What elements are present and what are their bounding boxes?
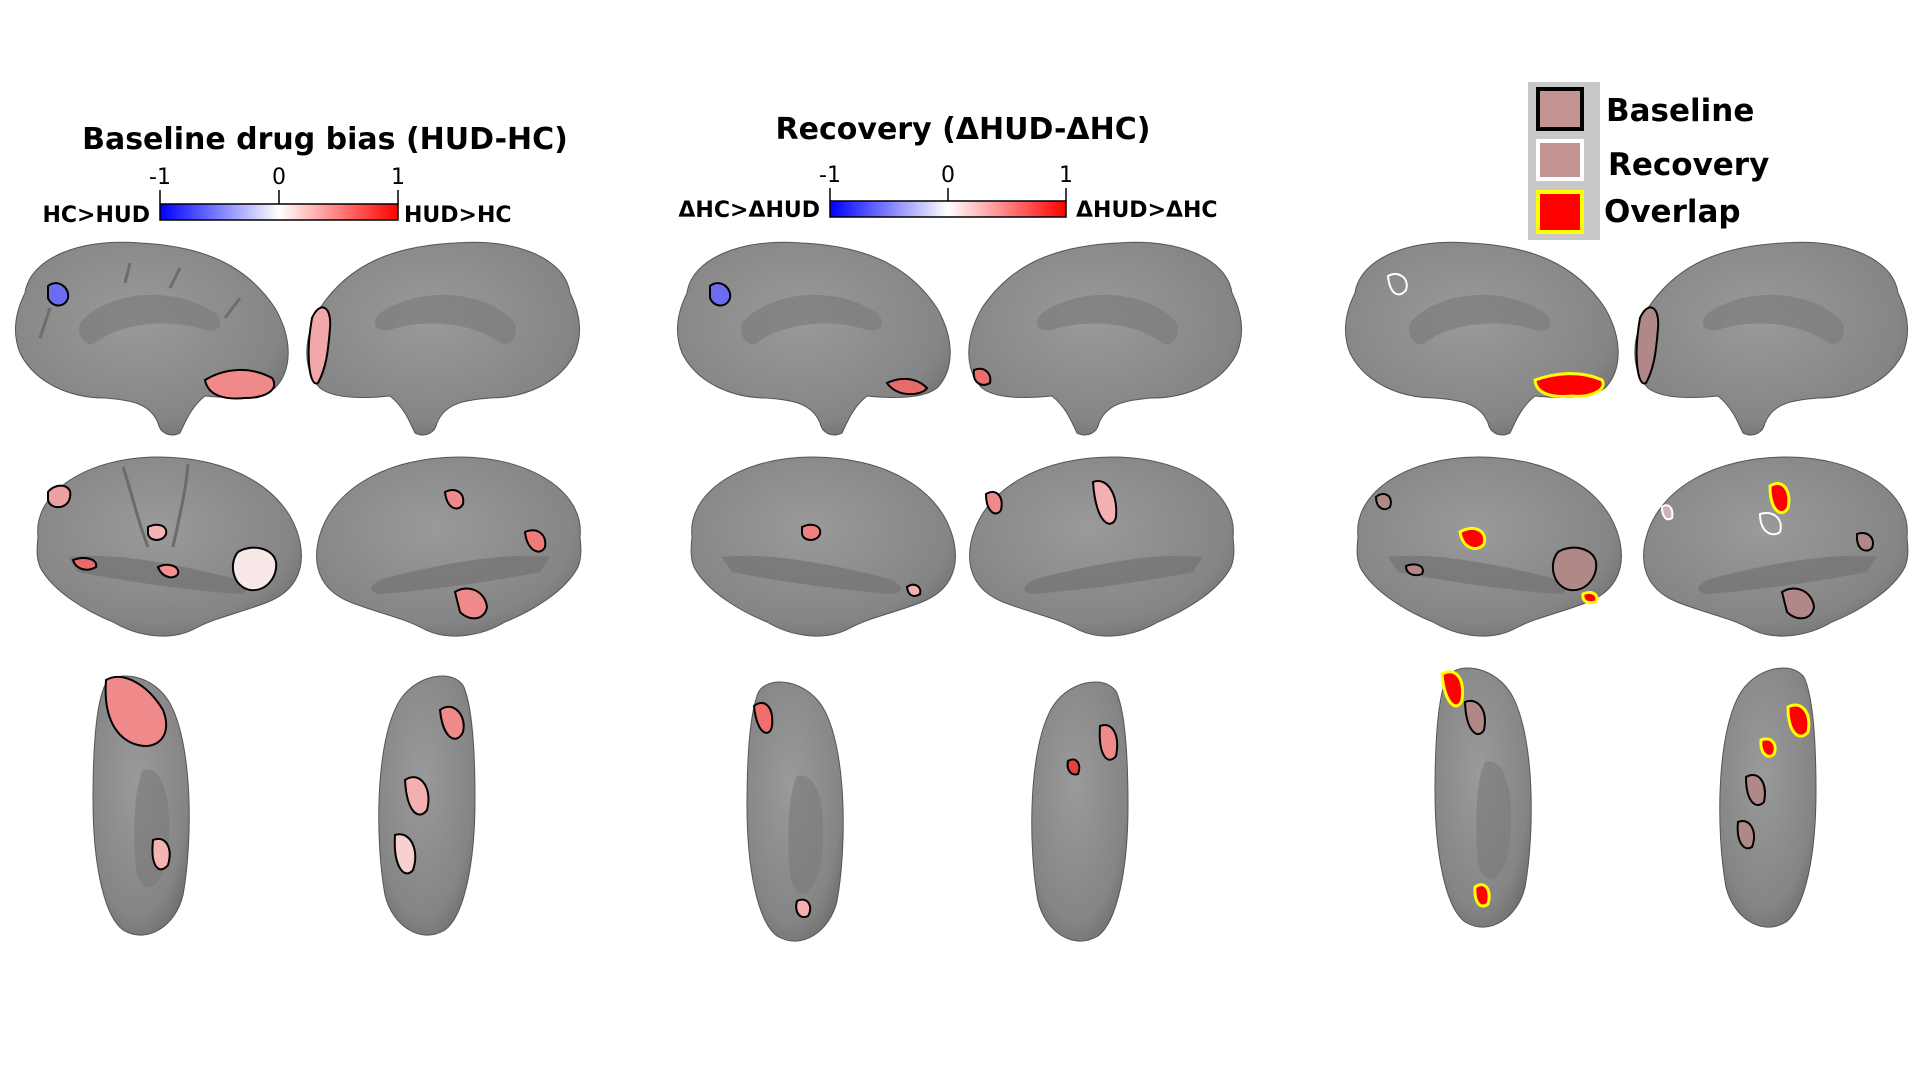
brain-lateral-right [316,456,582,637]
colorbar: -1 0 1 HC>HUD HUD>HC [42,165,511,228]
brain-ventral-left [92,675,190,936]
brain-lateral-left [690,456,956,637]
brain-medial-right [968,241,1242,436]
brain-medial-left [1345,241,1619,436]
colorbar-left-label: ΔHC>ΔHUD [678,198,820,223]
colorbar-tick-max: 1 [1059,163,1073,188]
colorbar-left-label: HC>HUD [42,203,150,228]
panel-baseline: Baseline drug bias (HUD-HC) -1 0 1 HC>HU… [42,122,567,228]
colorbar-right-label: HUD>HC [404,203,512,228]
colorbar-tick-max: 1 [391,165,405,190]
legend-item-baseline: Baseline [1536,87,1754,131]
legend-label: Recovery [1608,147,1769,183]
colorbar-tick-min: -1 [819,163,841,188]
legend-item-overlap: Overlap [1536,190,1741,234]
colorbar-gradient [159,203,399,221]
legend-swatch [1536,87,1584,131]
brain-medial-right [1634,241,1908,436]
brain-lateral-left [36,456,302,637]
colorbar-right-label: ΔHUD>ΔHC [1076,198,1218,223]
colorbar-tick-min: -1 [149,165,171,190]
brain-ventral-left [746,681,844,942]
colorbar-tick-mid: 0 [272,165,286,190]
legend: Baseline Recovery Overlap [1528,82,1769,240]
brain-lateral-right [969,456,1235,637]
colorbar: -1 0 1 ΔHC>ΔHUD ΔHUD>ΔHC [678,163,1217,223]
brain-lateral-right [1643,456,1909,637]
panel-recovery: Recovery (ΔHUD-ΔHC) -1 0 1 ΔHC>ΔHUD ΔHUD… [678,112,1217,223]
legend-item-recovery: Recovery [1536,139,1769,183]
brain-medial-right [306,241,580,436]
brain-surfaces [15,241,1909,942]
brain-medial-left [15,241,289,436]
brain-medial-left [677,241,951,436]
brain-ventral-left [1434,667,1532,928]
brain-ventral-right [378,675,476,936]
panel-title: Recovery (ΔHUD-ΔHC) [776,112,1151,147]
brain-ventral-right [1031,681,1129,942]
colorbar-gradient [829,200,1067,218]
colorbar-tick-mid: 0 [941,163,955,188]
legend-swatch [1536,139,1584,181]
legend-label: Overlap [1604,194,1741,230]
legend-swatch [1536,190,1584,234]
legend-label: Baseline [1606,93,1754,129]
brain-lateral-left [1356,456,1622,637]
brain-ventral-right [1719,667,1817,928]
panel-title: Baseline drug bias (HUD-HC) [82,122,568,157]
